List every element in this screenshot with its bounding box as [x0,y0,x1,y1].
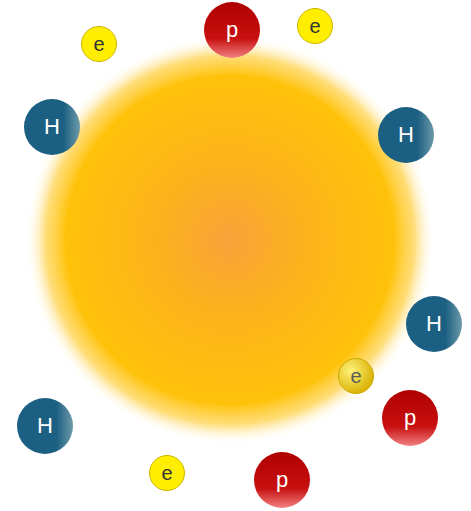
particle-symbol: p [226,19,238,41]
particle-disc [82,27,117,62]
sun-disc [25,35,435,445]
hydrogen-atom: H [24,99,80,155]
particle-disc [24,99,80,155]
particle-symbol: e [309,16,320,36]
particle-symbol: H [426,313,442,335]
particle-disc [339,359,374,394]
proton-particle: p [204,2,260,58]
electron-particle: e [297,8,333,44]
hydrogen-atom: H [406,296,462,352]
particle-symbol: H [37,415,53,437]
hydrogen-atom: H [378,107,434,163]
particle-disc [382,390,438,446]
particle-disc [254,452,310,508]
particle-symbol: p [276,469,288,491]
particle-disc [298,9,333,44]
electron-particle: e [81,26,117,62]
particle-symbol: e [161,463,172,483]
particle-symbol: H [398,124,414,146]
particle-symbol: e [93,34,104,54]
particle-symbol: p [404,407,416,429]
particle-disc [150,456,185,491]
particle-disc [17,398,73,454]
electron-particle: e [149,455,185,491]
particle-disc [378,107,434,163]
particle-symbol: H [44,116,60,138]
electron-particle: e [338,358,374,394]
particle-disc [406,296,462,352]
proton-particle: p [382,390,438,446]
hydrogen-atom: H [17,398,73,454]
particle-symbol: e [350,366,361,386]
particle-disc [204,2,260,58]
proton-particle: p [254,452,310,508]
